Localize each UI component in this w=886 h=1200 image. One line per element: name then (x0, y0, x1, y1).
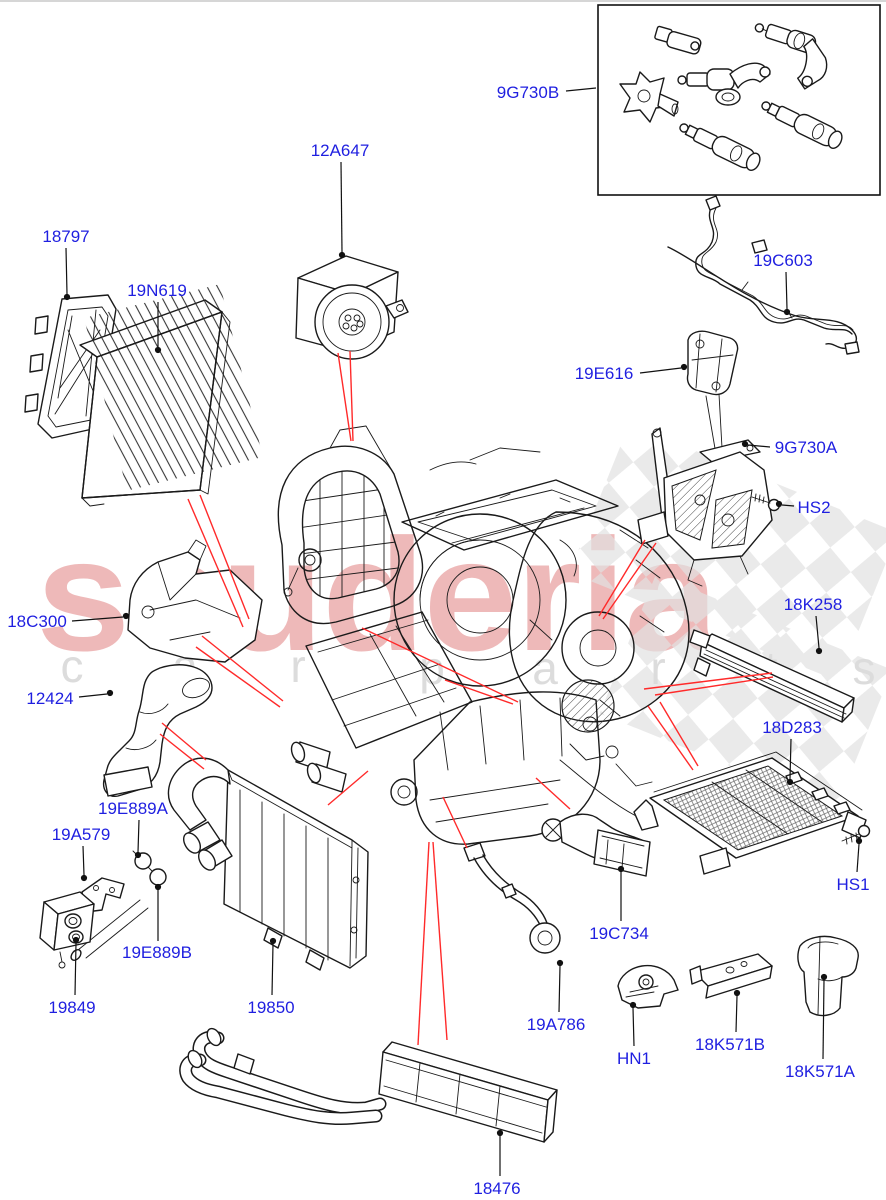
part-19849-expansion-valve (39, 891, 95, 969)
part-19e616-actuator-motor (686, 330, 739, 467)
callout-18c300[interactable]: 18C300 (7, 612, 67, 631)
callout-19e889a[interactable]: 19E889A (98, 799, 169, 818)
watermark-letter: s (853, 642, 876, 694)
part-19850-evaporator (167, 757, 369, 971)
part-9g730a-bracket-assembly (637, 427, 773, 587)
part-18c300-duct (127, 539, 263, 663)
part-18k258-duct-bar (689, 629, 855, 723)
callout-hs1[interactable]: HS1 (836, 875, 869, 894)
kit-item-piston-actuator-1 (679, 123, 761, 171)
callout-19c734[interactable]: 19C734 (589, 924, 649, 943)
callout-12424[interactable]: 12424 (26, 689, 73, 708)
part-19c603-wiring-harness (667, 195, 860, 355)
part-18k571b-bracket (689, 953, 773, 999)
kit-item-cross-knob (619, 71, 679, 123)
main-hvac-assembly-drawing (277, 425, 690, 845)
callout-12a647[interactable]: 12A647 (311, 141, 370, 160)
part-19a786-drain-hose (463, 842, 561, 954)
part-18k571a-cover (797, 935, 859, 1017)
callout-18797[interactable]: 18797 (42, 227, 89, 246)
callout-18k571a[interactable]: 18K571A (785, 1062, 856, 1081)
callout-19e616[interactable]: 19E616 (575, 364, 634, 383)
callout-18k258[interactable]: 18K258 (784, 595, 843, 614)
kit-item-arm-actuator-mid (677, 62, 771, 106)
watermark-letter: c (61, 640, 84, 692)
callout-18476[interactable]: 18476 (473, 1179, 520, 1198)
watermark-letter: p (419, 642, 445, 694)
callout-labels: 9G730B 12A647 18797 19N619 19C603 19E616… (7, 83, 869, 1198)
part-hs1-screw (841, 824, 871, 845)
watermark-letter-row: c a r p a r t s (61, 640, 876, 694)
watermark-letter: a (532, 642, 558, 694)
callout-19e889b[interactable]: 19E889B (122, 943, 192, 962)
part-12a647-blower-motor (295, 255, 409, 360)
kit-item-arm-actuator-long (754, 23, 828, 90)
callout-19850[interactable]: 19850 (247, 998, 294, 1017)
leader-end-dots (63, 251, 863, 1137)
callout-19a579[interactable]: 19A579 (52, 825, 111, 844)
part-19n619-pollen-filter (79, 284, 263, 507)
callout-9g730a[interactable]: 9G730A (775, 438, 838, 457)
part-12424-elbow-duct (102, 664, 213, 797)
callout-hs2[interactable]: HS2 (797, 498, 830, 517)
callout-19c603[interactable]: 19C603 (753, 251, 813, 270)
part-19c734-duct (541, 813, 651, 877)
part-18d283-mesh-panel (633, 751, 867, 875)
callout-18d283[interactable]: 18D283 (762, 718, 822, 737)
checker-band-2 (599, 574, 886, 809)
watermark-letter: r (290, 640, 305, 692)
part-hn1-clip (617, 964, 679, 1009)
callout-leader-lines (65, 87, 860, 1176)
kit-item-link (654, 25, 702, 55)
part-9g730b-actuator-kit (597, 4, 881, 196)
callout-19849[interactable]: 19849 (48, 998, 95, 1017)
kit-item-piston-actuator-2 (761, 101, 843, 149)
callout-19n619[interactable]: 19N619 (127, 281, 187, 300)
callout-19a786[interactable]: 19A786 (527, 1015, 586, 1034)
watermark-letter: r (650, 642, 665, 694)
callout-18k571b[interactable]: 18K571B (695, 1035, 765, 1054)
callout-9g730b[interactable]: 9G730B (497, 83, 559, 102)
part-18476-heater-core (179, 1027, 558, 1143)
callout-hn1[interactable]: HN1 (617, 1049, 651, 1068)
red-locator-lines (159, 350, 774, 1046)
